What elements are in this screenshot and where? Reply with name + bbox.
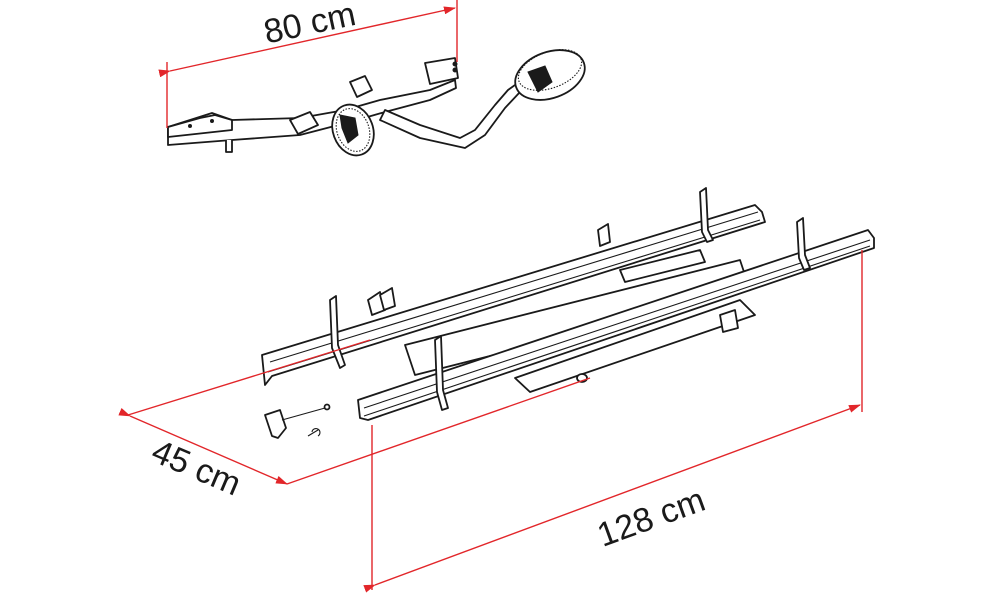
strap-4	[796, 217, 811, 271]
depth-label: 45 cm	[146, 432, 246, 503]
depth-dimension-line	[118, 407, 288, 485]
length-label: 128 cm	[592, 481, 710, 555]
rail-assembly	[261, 187, 875, 421]
width-label: 80 cm	[260, 0, 358, 51]
strap-2	[699, 187, 714, 243]
width-dimension-line	[158, 6, 456, 78]
length-dimension-line	[363, 404, 861, 593]
rail-right	[357, 229, 875, 421]
dimension-lines	[118, 0, 863, 593]
key-and-pin	[264, 403, 331, 439]
strap-1	[329, 295, 346, 369]
bike-arm-assembly	[167, 49, 586, 157]
rail-left	[261, 204, 766, 386]
